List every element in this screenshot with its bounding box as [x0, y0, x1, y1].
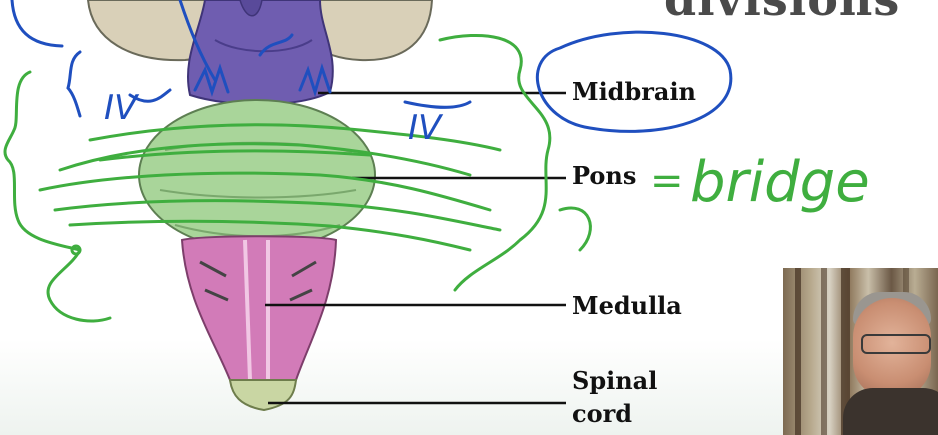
green-annotations	[3, 34, 592, 323]
pons-equals-sign: =	[650, 158, 684, 204]
label-pons: Pons	[572, 161, 637, 190]
pons-meaning-handwritten: bridge	[690, 150, 870, 215]
label-midbrain: Midbrain	[572, 77, 697, 106]
label-medulla: Medulla	[572, 291, 682, 320]
presenter-webcam	[783, 268, 938, 435]
presenter-jacket	[843, 388, 938, 435]
blue-annotations	[10, 0, 733, 133]
presenter-glasses	[861, 334, 931, 354]
label-spinal-cord-line1: Spinal	[572, 366, 658, 395]
roman-numeral-left: IV	[104, 88, 138, 128]
slide-title: divisions	[664, 0, 900, 26]
spinal-cord-region	[228, 379, 298, 412]
roman-numeral-right: IV	[408, 108, 442, 148]
label-spinal-cord-line2: cord	[572, 399, 633, 428]
medulla-region	[180, 235, 338, 381]
